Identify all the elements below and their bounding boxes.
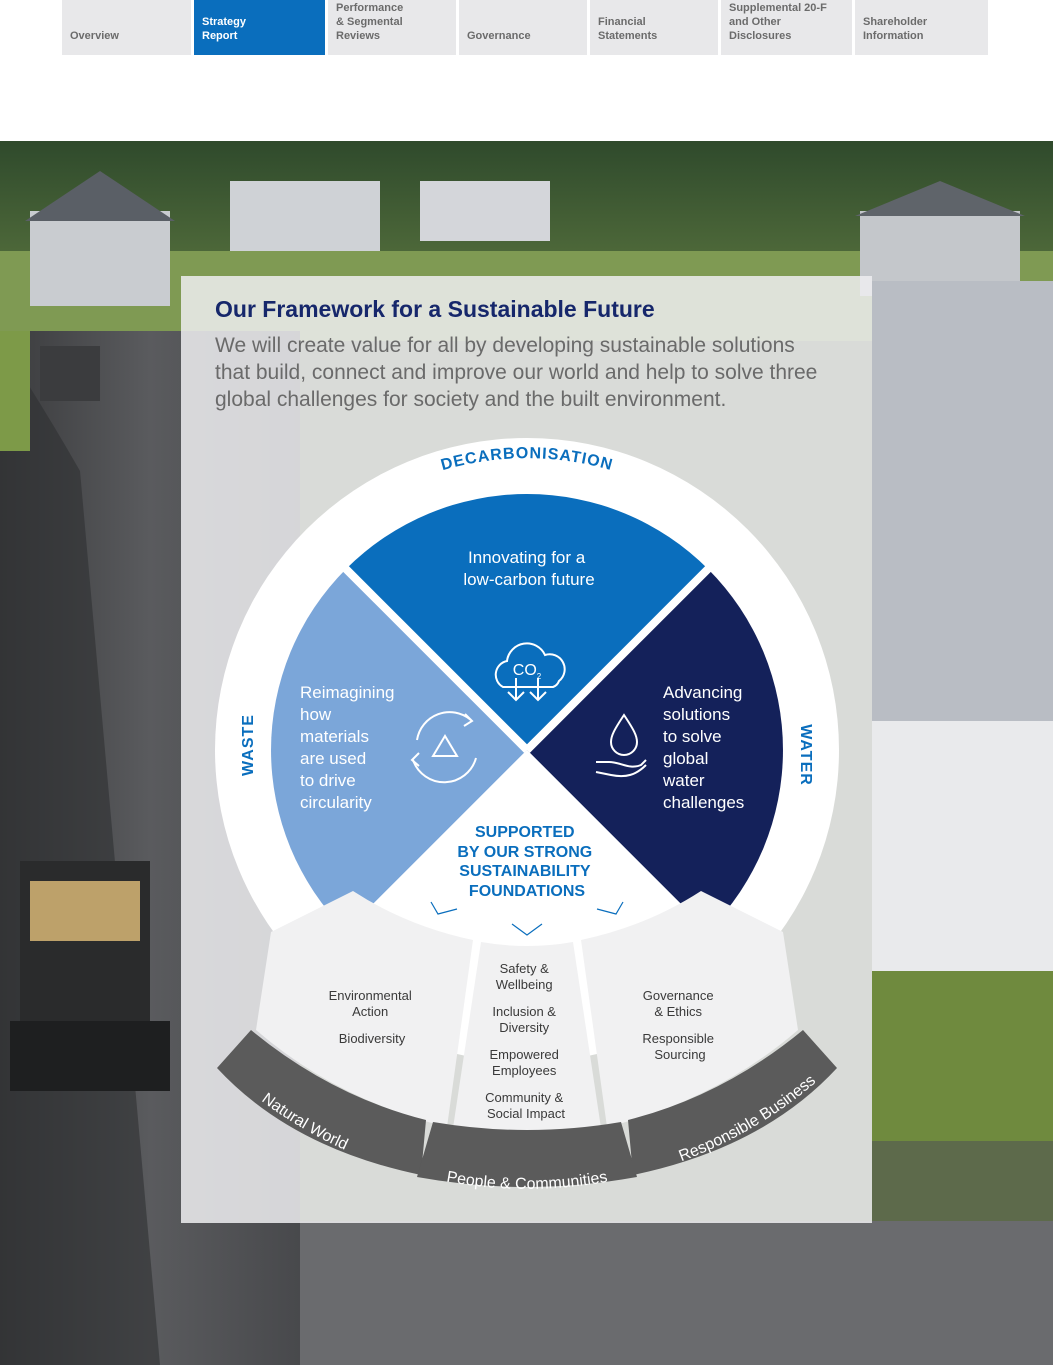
segment-waste [271,569,527,931]
center-area [351,750,703,926]
responsible-business-items: Governance & Ethics Responsible Sourcing [642,988,717,1062]
tab-supplemental-20f[interactable]: Supplemental 20-F and Other Disclosures [721,0,852,55]
segment-decarbonisation [346,494,708,750]
ring-label-waste: WASTE [240,714,257,776]
section-nav: Overview Strategy Report Business Perfor… [62,0,991,55]
tab-overview[interactable]: Overview [62,0,191,55]
tab-business-performance[interactable]: Business Performance & Segmental Reviews [328,0,456,55]
segment-water [527,569,783,931]
chevron-right-icon [596,901,624,915]
recycle-icon [410,711,477,784]
tab-financial-statements[interactable]: Financial Statements [590,0,718,55]
foundation-natural-world [256,891,473,1127]
page-subtitle: We will create value for all by developi… [215,334,818,411]
segment-waste-text: Reimagining how materials are used to dr… [300,683,399,812]
ring-label-water: WATER [797,724,814,786]
tab-shareholder-information[interactable]: Shareholder Information [855,0,988,55]
co2-label: CO2 [513,662,542,681]
framework-diagram: DECARBONISATION WASTE WATER Innovating f… [215,438,839,1193]
tab-strategy-report[interactable]: Strategy Report [194,0,325,55]
band-people-communities [417,1122,637,1187]
natural-world-items: Environmental Action Biodiversity [329,988,416,1046]
water-hand-icon [595,713,647,778]
chevron-left-icon [430,901,458,915]
people-communities-items: Safety & Wellbeing Inclusion & Diversity… [485,961,567,1121]
co2-cloud-icon [494,642,566,702]
chevron-down-icon [511,923,543,936]
page-title: Our Framework for a Sustainable Future [215,296,655,322]
band-responsible-business [628,1030,837,1175]
segment-decarbonisation-text: Innovating for a low-carbon future [463,548,594,589]
tab-governance[interactable]: Governance [459,0,587,55]
foundations-statement: SUPPORTED BY OUR STRONG SUSTAINABILITY F… [457,824,596,900]
band-natural-world [217,1030,426,1175]
foundation-people-communities [453,942,601,1134]
foundation-responsible-business [581,891,798,1127]
segment-water-text: Advancing solutions to solve global wate… [662,683,747,812]
